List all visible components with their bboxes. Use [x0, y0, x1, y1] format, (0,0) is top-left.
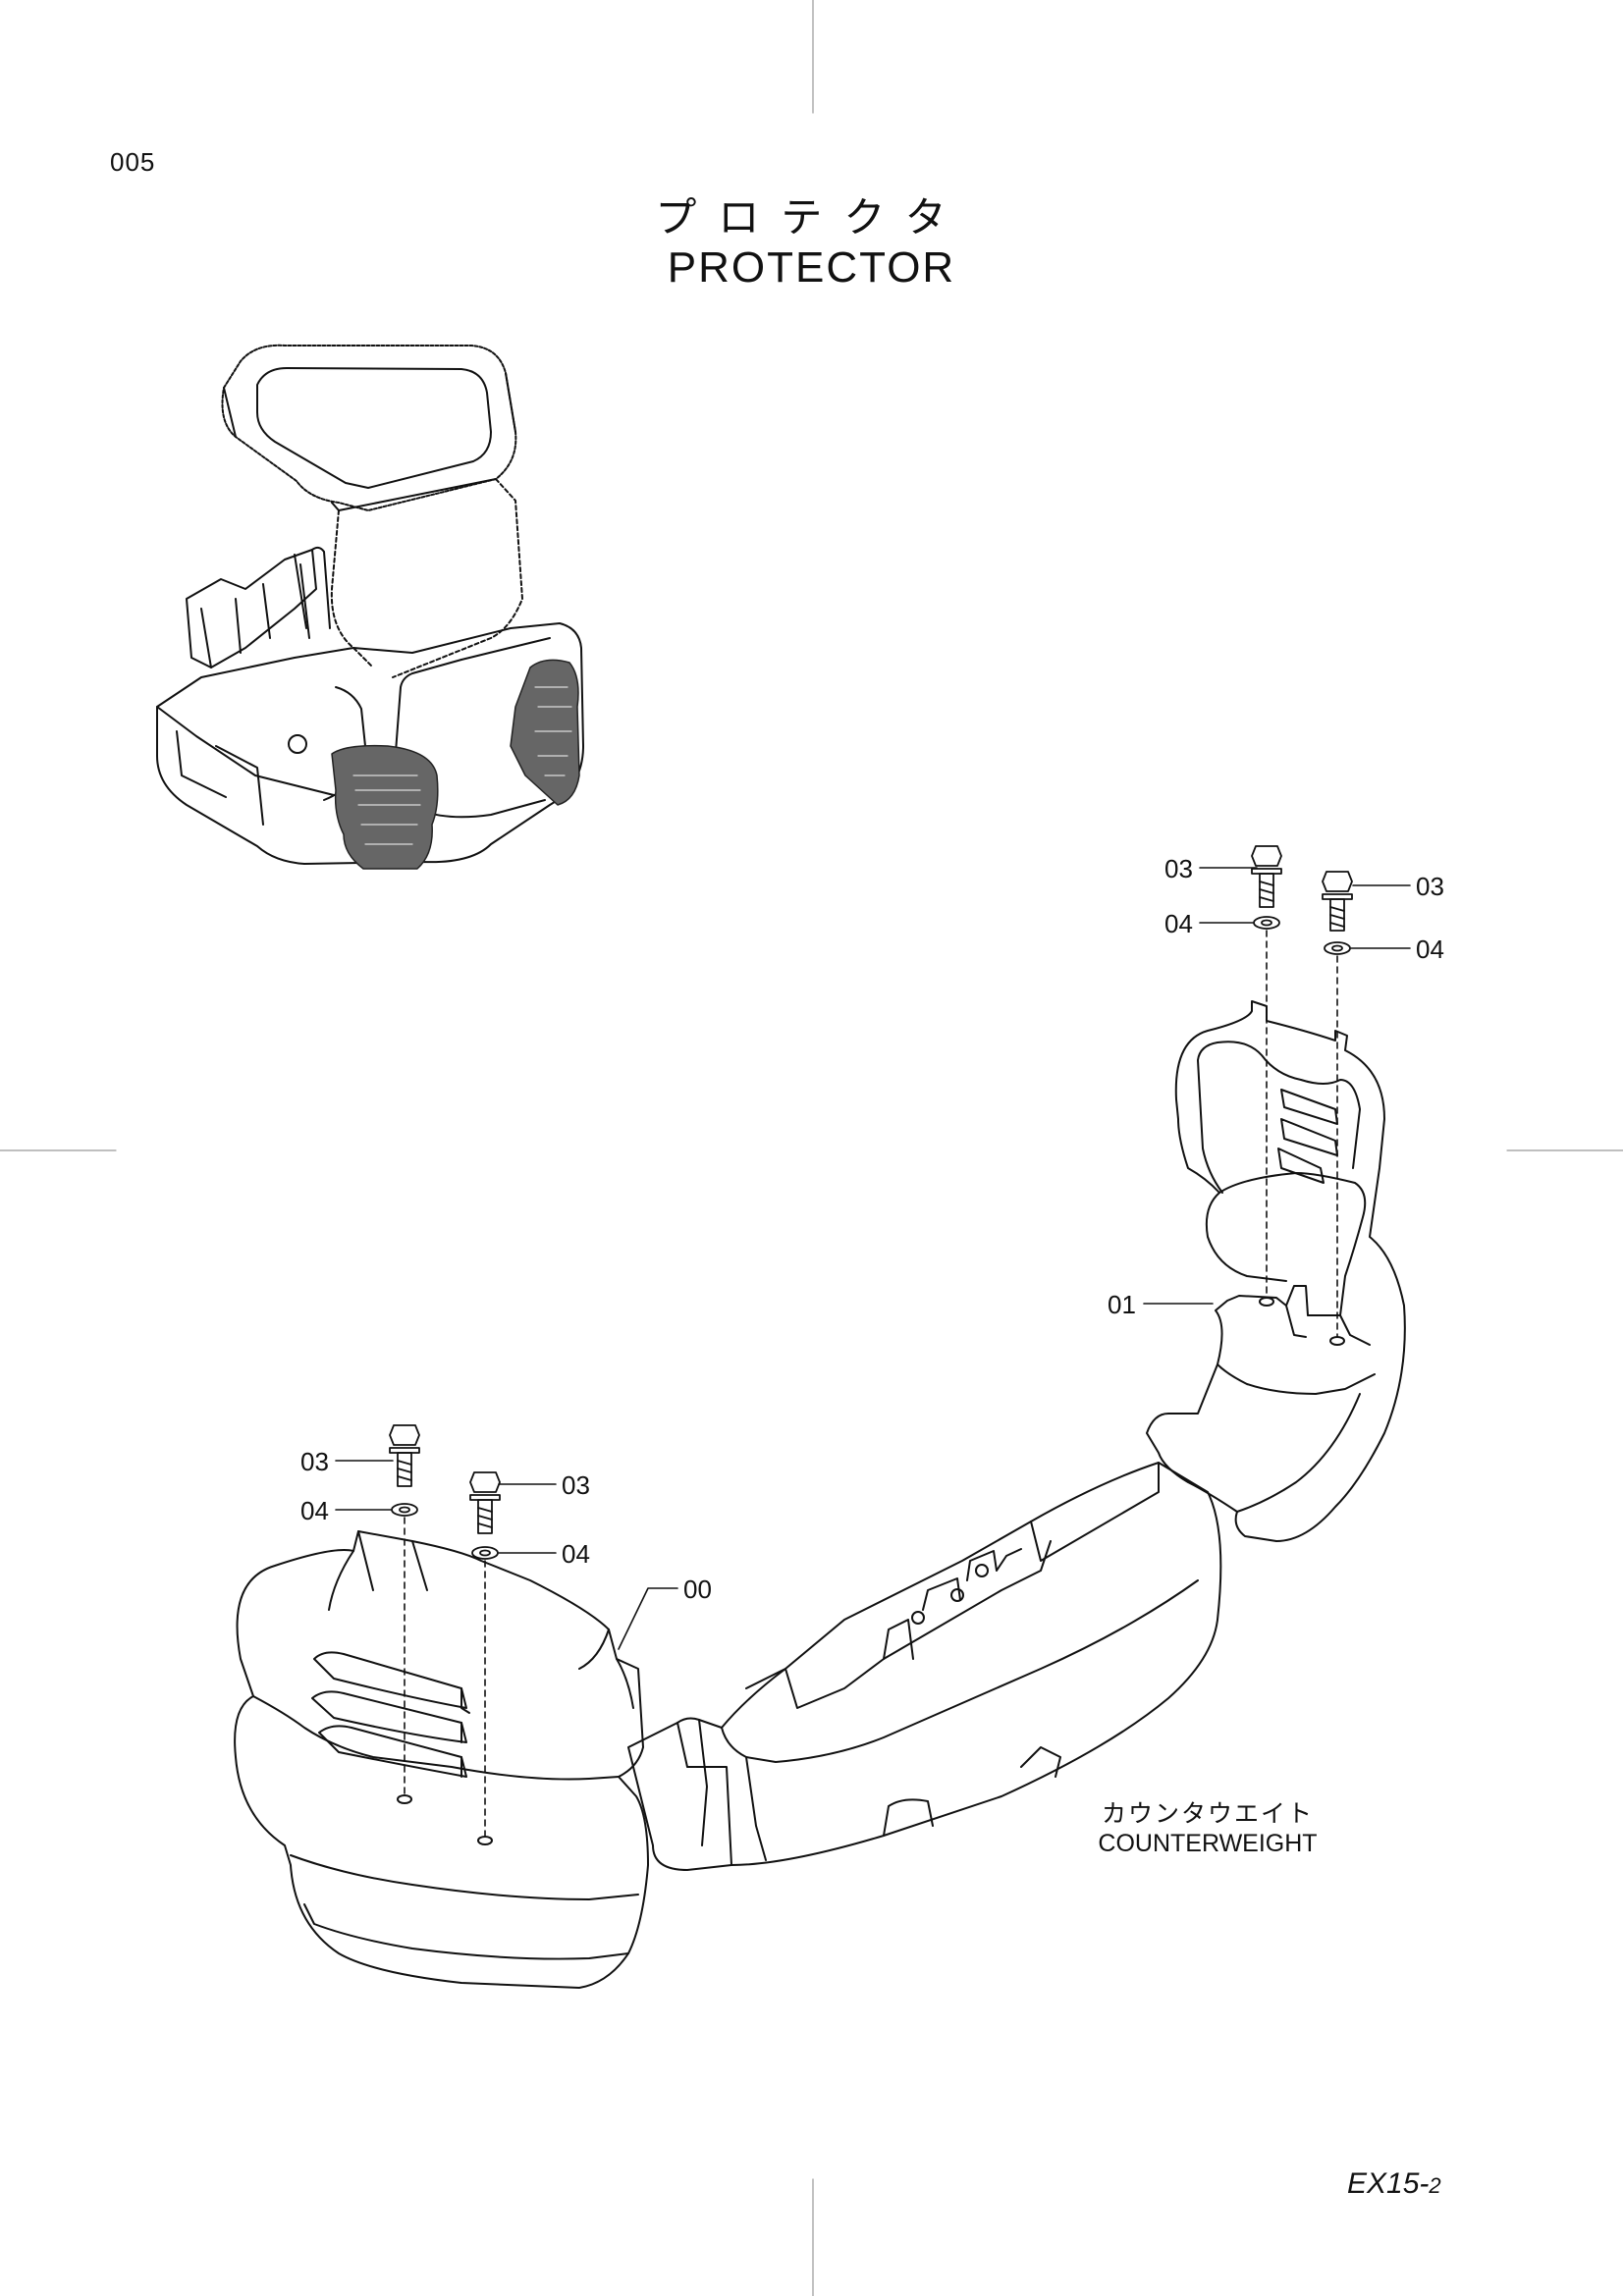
machine-overview-illustration [156, 344, 584, 870]
callout-04-left-upper: 04 [300, 1496, 329, 1525]
callout-01: 01 [1108, 1290, 1136, 1319]
callout-03-top-left: 03 [1164, 854, 1193, 883]
callout-00: 00 [683, 1575, 712, 1604]
callout-04-top-left: 04 [1164, 909, 1193, 938]
leader-lines [335, 867, 1411, 1650]
counterweight-label-jp: カウンタウエイト [1101, 1799, 1314, 1828]
document-code-main: EX15- [1347, 2167, 1430, 2200]
document-code: EX15-2 [1347, 2167, 1441, 2201]
callout-03-left-upper: 03 [300, 1447, 329, 1476]
bolt-top-left [1251, 845, 1282, 908]
counterweight-label-en: COUNTERWEIGHT [1098, 1830, 1318, 1857]
page-number: 005 [110, 147, 156, 177]
washer-top-right [1324, 941, 1351, 955]
title-japanese: プロテクタ [655, 193, 968, 241]
washer-left-upper [391, 1503, 418, 1517]
callout-04-top-right: 04 [1416, 934, 1444, 964]
protector-00-illustration [234, 1530, 649, 1989]
callout-03-top-right: 03 [1416, 872, 1444, 901]
document-code-sub: 2 [1429, 2173, 1441, 2198]
washer-left-lower [471, 1546, 499, 1560]
bolt-left-lower [469, 1471, 501, 1534]
bolt-top-right [1322, 871, 1353, 932]
callout-04-left-lower: 04 [562, 1539, 590, 1569]
counterweight-illustration [627, 1462, 1222, 1871]
callout-03-left-lower: 03 [562, 1470, 590, 1500]
title-english: PROTECTOR [667, 243, 956, 292]
counterweight-label: カウンタウエイト COUNTERWEIGHT [1041, 1798, 1375, 1859]
assembly-lines [404, 930, 1338, 1837]
bolts-and-washers [389, 845, 1353, 1560]
washer-top-left [1253, 916, 1280, 930]
protector-01-illustration [1146, 1000, 1406, 1542]
bolt-left-upper [389, 1424, 420, 1487]
